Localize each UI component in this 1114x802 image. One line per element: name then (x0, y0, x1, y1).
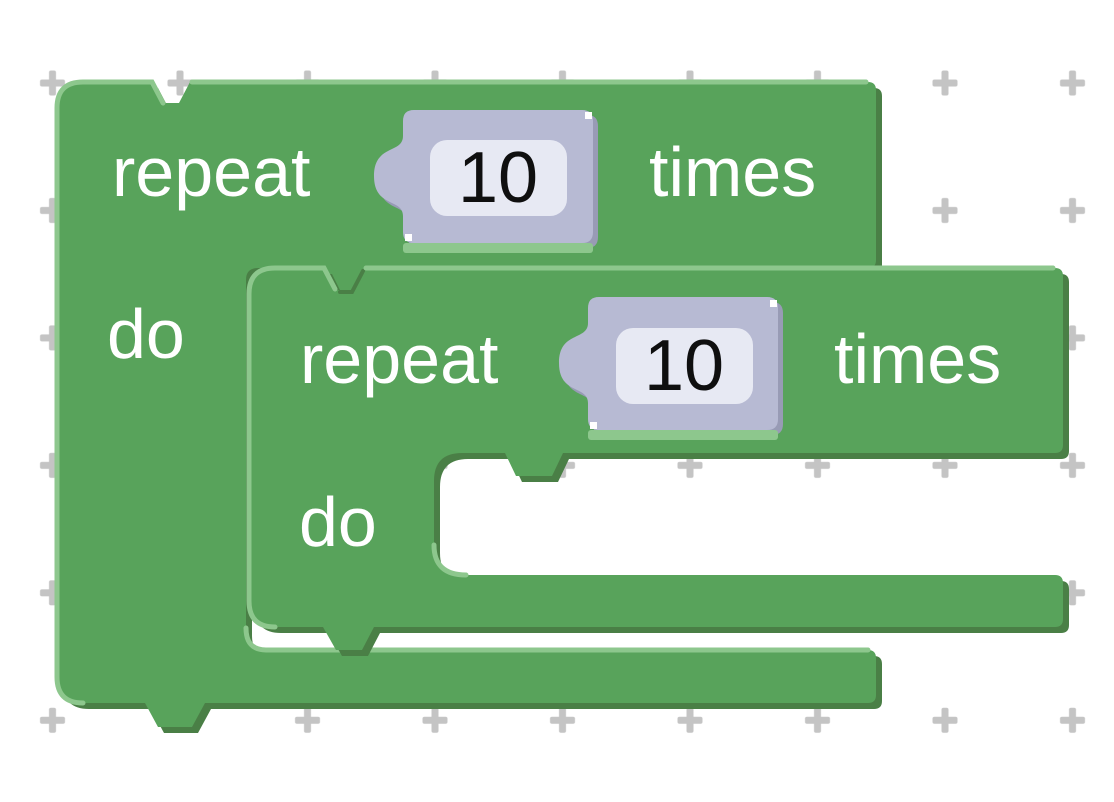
outer-count-corner-dot-tr (585, 112, 592, 119)
outer-repeat-block[interactable]: 10 repeat times do (54, 79, 882, 733)
inner-block-body[interactable] (249, 268, 1063, 650)
outer-block-highlight-left (54, 79, 166, 706)
outer-count-shadow-block[interactable]: 10 (374, 110, 598, 253)
inner-block-highlight-slot-corner (431, 542, 469, 578)
inner-repeat-block[interactable]: 10 repeat times do (246, 265, 1069, 656)
inner-count-corner-dot-tr (770, 300, 777, 307)
inner-repeat-label: repeat (300, 320, 498, 398)
outer-count-value[interactable]: 10 (458, 138, 538, 218)
inner-block-highlight-left (246, 265, 338, 630)
outer-repeat-label: repeat (112, 133, 310, 211)
inner-count-value[interactable]: 10 (644, 326, 724, 406)
inner-count-shadow-block[interactable]: 10 (559, 297, 783, 440)
inner-do-label: do (299, 483, 377, 561)
inner-count-corner-dot-bl (590, 422, 597, 429)
inner-times-label: times (834, 320, 1001, 398)
outer-block-body[interactable] (57, 82, 876, 727)
outer-count-corner-dot-bl (405, 234, 412, 241)
inner-count-socket-highlight (588, 430, 778, 440)
outer-times-label: times (649, 133, 816, 211)
outer-count-socket-highlight (403, 243, 593, 253)
outer-block-highlight-bar (243, 625, 871, 653)
inner-count-field[interactable] (616, 328, 753, 404)
statement-connection-seam (338, 269, 365, 294)
outer-do-label: do (107, 295, 185, 373)
outer-count-field[interactable] (430, 140, 567, 216)
